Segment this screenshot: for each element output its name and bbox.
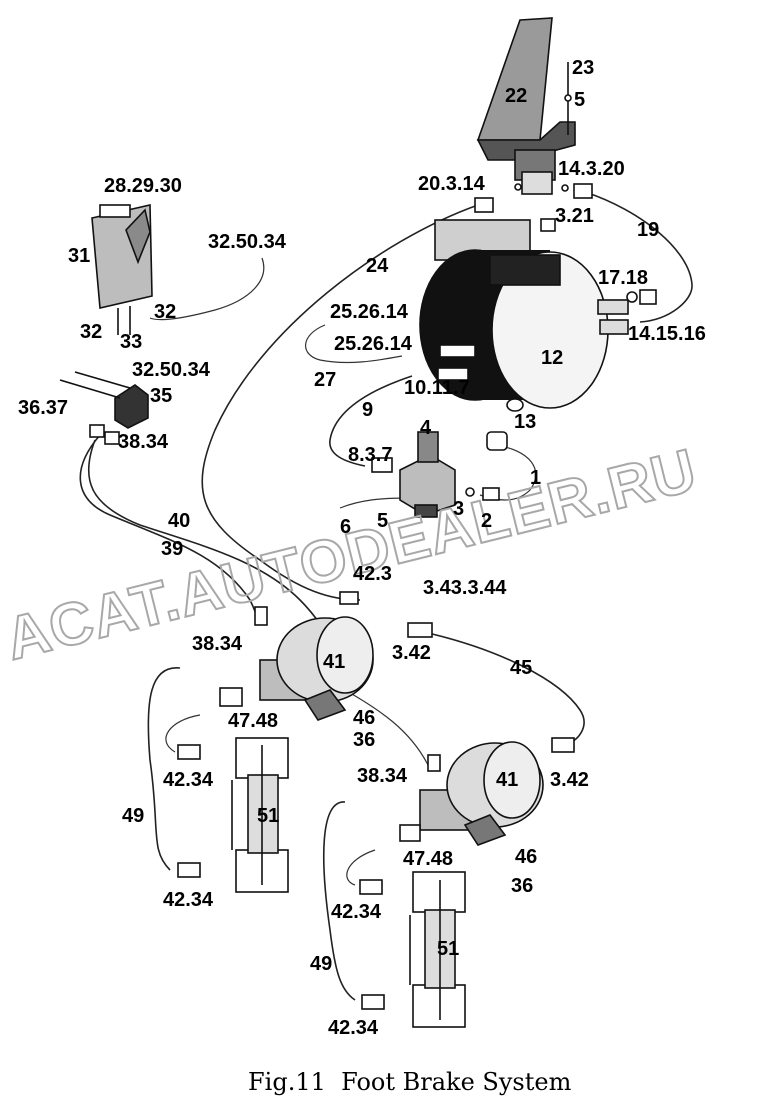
hose-49-left — [147, 667, 181, 871]
label-32-50-34-top: 32.50.34 — [208, 231, 287, 253]
label-40: 40 — [168, 510, 190, 532]
hose-45 — [427, 632, 585, 746]
hose-49-right-inner — [346, 849, 376, 886]
label-41-right: 41 — [496, 769, 518, 791]
brake-pedal — [476, 17, 576, 181]
label-2: 2 — [481, 510, 492, 532]
label-47-48-right: 47.48 — [403, 848, 453, 870]
label-42-34-b: 42.34 — [163, 889, 214, 911]
pedal-valve — [474, 171, 593, 232]
label-49-left: 49 — [122, 805, 144, 827]
label-38-34-c: 38.34 — [357, 765, 408, 787]
label-36-37: 36.37 — [18, 397, 68, 419]
label-27: 27 — [314, 369, 336, 391]
label-36-left: 36 — [353, 729, 375, 751]
brake-caliper-right — [359, 871, 466, 1028]
label-45: 45 — [510, 657, 532, 679]
label-20-3-14: 20.3.14 — [418, 173, 486, 195]
label-28-29-30: 28.29.30 — [104, 175, 182, 197]
label-14-3-20: 14.3.20 — [558, 158, 625, 180]
label-32-b: 32 — [80, 321, 102, 343]
hose-lines — [79, 191, 693, 1001]
label-23: 23 — [572, 57, 594, 79]
label-3-21: 3.21 — [555, 205, 594, 227]
label-38-34-b: 38.34 — [192, 633, 243, 655]
label-36-right: 36 — [511, 875, 533, 897]
hose-9 — [329, 375, 413, 467]
label-51-left: 51 — [257, 805, 279, 827]
label-10-11-7: 10.11.7 — [404, 377, 470, 399]
label-38-34-a: 38.34 — [118, 431, 169, 453]
label-32-50-34-bottom: 32.50.34 — [132, 359, 211, 381]
label-47-48-left: 47.48 — [228, 710, 278, 732]
label-17-18: 17.18 — [598, 267, 648, 289]
control-valve — [371, 431, 500, 518]
label-42-34-a: 42.34 — [163, 769, 214, 791]
label-32-a: 32 — [154, 301, 176, 323]
brake-fluid-reservoir — [91, 204, 153, 335]
label-49-right: 49 — [310, 953, 332, 975]
master-cylinder — [59, 371, 149, 445]
hose-49-right — [322, 801, 356, 1001]
label-46-right: 46 — [515, 846, 537, 868]
label-6: 6 — [340, 516, 351, 538]
label-19: 19 — [637, 219, 659, 241]
label-13: 13 — [514, 411, 536, 433]
air-tank — [419, 219, 657, 412]
brake-chamber-left — [219, 591, 433, 721]
label-3-43-3-44: 3.43.3.44 — [423, 577, 507, 599]
label-42-34-d: 42.34 — [328, 1017, 379, 1039]
part-labels: 23 22 5 14.3.20 20.3.14 28.29.30 3.21 19… — [18, 57, 706, 1039]
label-5-top: 5 — [574, 89, 585, 111]
label-12: 12 — [541, 347, 563, 369]
label-25-26-14-top: 25.26.14 — [330, 301, 409, 323]
figure-caption: Fig.11 Foot Brake System — [248, 1068, 572, 1096]
brake-chamber-right — [399, 737, 575, 846]
label-42-34-c: 42.34 — [331, 901, 382, 923]
hose-49-left-inner — [165, 714, 201, 753]
label-5-valve: 5 — [377, 510, 388, 532]
label-3-42-a: 3.42 — [392, 642, 431, 664]
label-51-right: 51 — [437, 938, 459, 960]
label-35: 35 — [150, 385, 172, 407]
hose-24 — [201, 204, 479, 601]
label-3-valve: 3 — [453, 498, 464, 520]
label-1: 1 — [530, 467, 541, 489]
hose-25-26-14 — [305, 324, 403, 364]
label-24: 24 — [366, 255, 389, 277]
label-8-3-7: 8.3.7 — [348, 444, 392, 466]
hose-19 — [584, 191, 693, 323]
label-25-26-14-bottom: 25.26.14 — [334, 333, 413, 355]
label-9: 9 — [362, 399, 373, 421]
label-31: 31 — [68, 245, 90, 267]
brake-caliper-left — [177, 737, 289, 893]
label-39: 39 — [161, 538, 183, 560]
label-14-15-16: 14.15.16 — [628, 323, 706, 345]
hose-42-3 — [344, 689, 429, 766]
label-41-left: 41 — [323, 651, 345, 673]
pressure-sensor — [486, 431, 508, 451]
hose-39 — [87, 439, 336, 649]
label-3-42-b: 3.42 — [550, 769, 589, 791]
label-4: 4 — [420, 417, 432, 439]
label-33: 33 — [120, 331, 142, 353]
hose-32-50-34-top — [149, 257, 265, 321]
label-42-3: 42.3 — [353, 563, 392, 585]
label-46-left: 46 — [353, 707, 375, 729]
label-22: 22 — [505, 85, 527, 107]
